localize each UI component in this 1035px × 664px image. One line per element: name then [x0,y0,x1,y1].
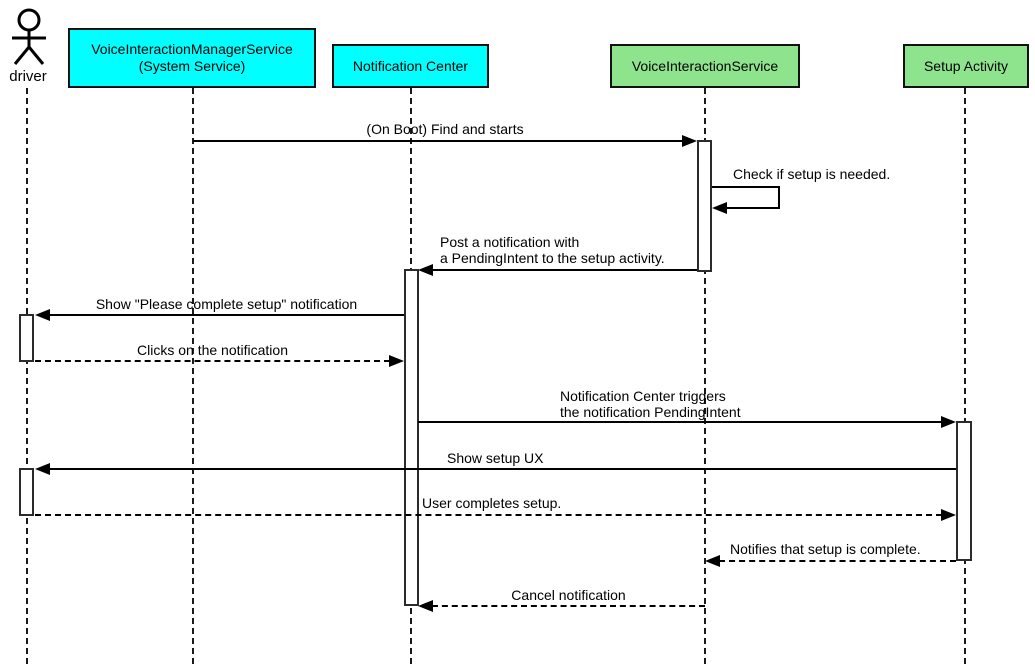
participant-driver: driver [2,7,54,85]
participant-label: Setup Activity [923,57,1009,74]
message-label: Show setup UX [447,450,544,466]
message-line [49,468,956,470]
message-line [35,514,942,516]
lifeline-voice-interaction-service [704,88,706,664]
arrowhead-left-icon [35,309,50,321]
arrowhead-left-icon [712,202,727,214]
arrowhead-right-icon [941,509,956,521]
lifeline-driver [26,88,28,664]
participant-driver-label: driver [9,68,47,85]
arrowhead-left-icon [418,600,433,612]
participant-notification-center: Notification Center [332,44,489,88]
message-label: Post a notification with a PendingIntent… [440,234,665,266]
activation-setup-activity [956,421,972,561]
arrowhead-right-icon [389,355,404,367]
activation-driver-1 [19,314,34,362]
activation-driver-2 [19,468,34,516]
arrowhead-left-icon [705,555,720,567]
message-label: User completes setup. [422,495,562,511]
message-line [418,421,942,423]
arrowhead-right-icon [941,416,956,428]
message-line [432,605,705,607]
message-label: Notifies that setup is complete. [730,541,921,557]
self-message-vertical-line [778,186,780,208]
lifeline-setup-activity [964,88,966,664]
arrowhead-left-icon [418,264,433,276]
participant-label: VoiceInteractionService [631,57,779,74]
activation-notification-center [404,269,419,606]
message-label: Clicks on the notification [137,342,288,358]
actor-icon [12,8,46,65]
message-label: Check if setup is needed. [733,166,891,182]
arrowhead-left-icon [35,463,50,475]
arrowhead-right-icon [682,135,697,147]
message-line [719,560,956,562]
participant-voice-interaction-service: VoiceInteractionService [610,44,800,88]
lifeline-voice-interaction-manager-service [192,88,194,664]
self-message-bottom-line [727,207,780,209]
message-label: Cancel notification [511,587,626,603]
message-line [49,314,404,316]
participant-label: VoiceInteractionManagerService (System S… [91,41,293,74]
participant-label: Notification Center [352,57,469,74]
message-label: (On Boot) Find and starts [366,121,524,137]
message-line [432,269,697,271]
message-line [35,360,390,362]
message-label: Notification Center triggers the notific… [560,388,741,420]
message-line [193,140,683,142]
participant-voice-interaction-manager-service: VoiceInteractionManagerService (System S… [68,28,316,88]
participant-setup-activity: Setup Activity [903,44,1029,88]
activation-voice-interaction-service [697,140,712,272]
message-label: Show "Please complete setup" notificatio… [95,296,358,312]
self-message-top-line [712,186,780,188]
